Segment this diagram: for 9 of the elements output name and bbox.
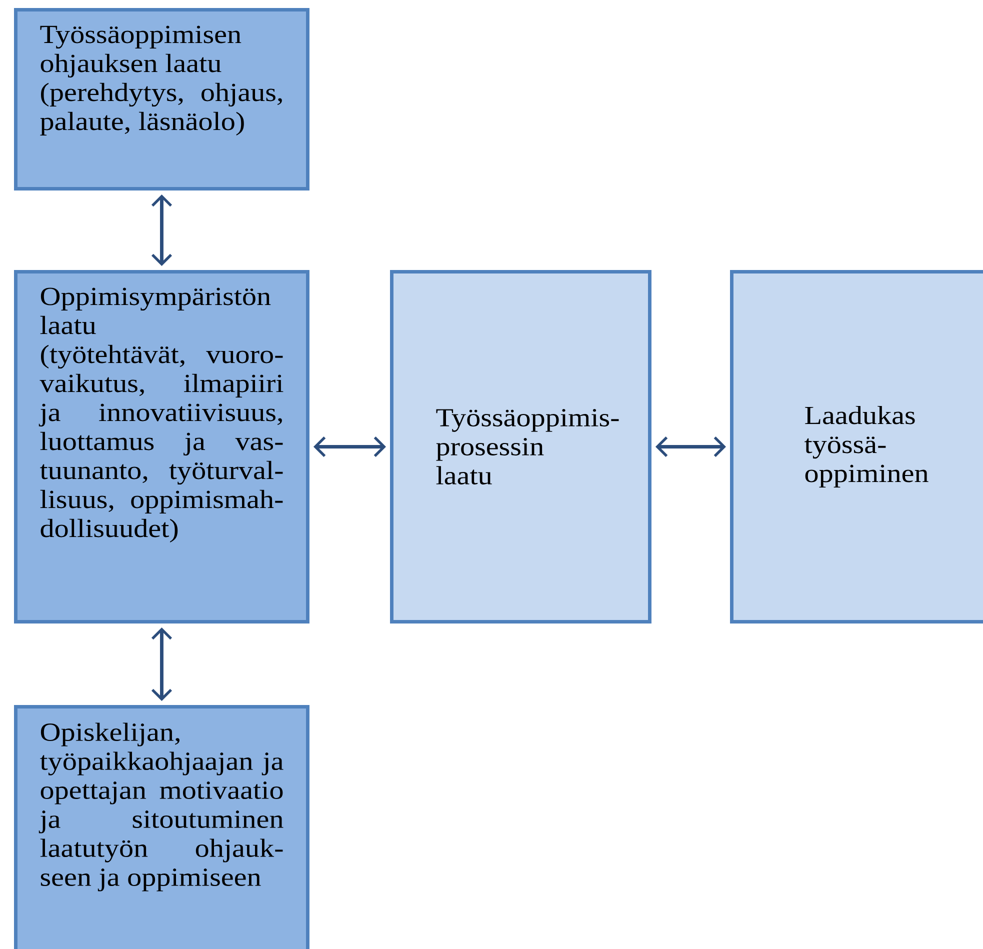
- text-box: Oppimisympäristön laatu (työtehtävät, vuoro- vaikutus, ilmapiiri ja innovatiivisuus, luottamus ja vas- tuunanto, työturval- lisuus, oppimismah- dollisuudet): [14, 270, 310, 624]
- text-box: Opiskelijan, työpaikkaohjaajan ja opettajan motivaatio ja sitoutuminen laatutyön ohjauk- seen ja oppimiseen: [14, 705, 310, 949]
- arrow: [151, 627, 172, 701]
- arrow: [151, 194, 172, 266]
- arrow: [313, 436, 386, 457]
- text-box: Työssäoppimisen ohjauksen laatu (perehdytys, ohjaus, palaute, läsnäolo): [14, 8, 310, 190]
- arrow: [655, 436, 726, 457]
- process-box: Laadukas työssä- oppiminen: [730, 270, 983, 624]
- process-box: Työssäoppimis- prosessin laatu: [390, 270, 652, 624]
